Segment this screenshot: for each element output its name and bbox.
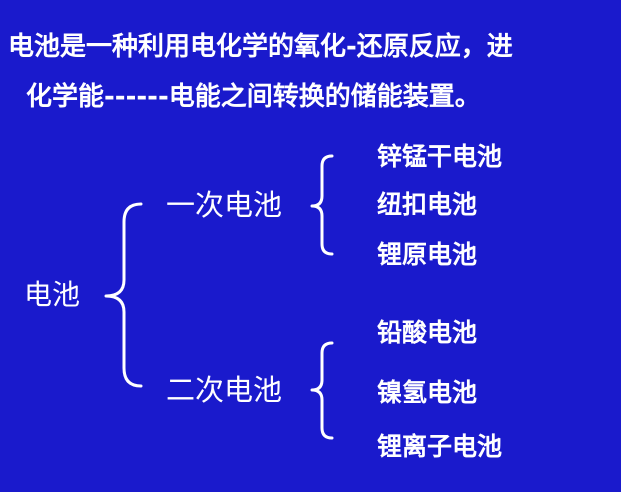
intro-text-line-2: 化学能------电能之间转换的储能装置。 [26,82,481,112]
root-brace [104,202,143,388]
primary-brace [310,154,334,256]
secondary-brace [310,341,334,440]
secondary-battery-node: 二次电池 [166,373,283,407]
primary-battery-node: 一次电池 [166,188,283,222]
primary-item-lithium-primary: 锂原电池 [377,240,478,269]
primary-item-button-cell: 纽扣电池 [377,190,478,219]
secondary-item-lead-acid: 铅酸电池 [377,318,478,347]
root-node-battery: 电池 [24,278,81,311]
secondary-item-lithium-ion: 锂离子电池 [377,432,503,461]
intro-text-line-1: 电池是一种利用电化学的氧化-还原反应，进 [8,32,513,62]
primary-item-zinc-manganese: 锌锰干电池 [377,142,503,171]
secondary-item-nickel-hydrogen: 镍氢电池 [377,378,478,407]
